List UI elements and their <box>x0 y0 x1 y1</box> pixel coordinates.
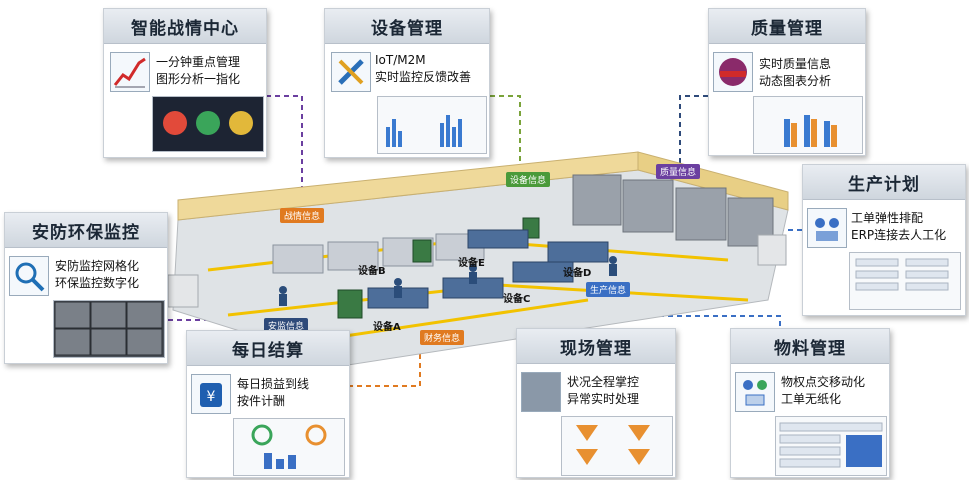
connector-quality <box>679 95 708 170</box>
cctv-grid-screenshot <box>53 300 165 358</box>
tag-quality-info: 质量信息 <box>656 164 701 179</box>
connector-equipment <box>490 95 521 178</box>
card-material: 物料管理 物权点交移动化 工单无纸化 <box>730 328 890 478</box>
card-production: 生产计划 工单弹性排配 ERP连接去人工化 <box>802 164 966 316</box>
card-line-2: 工单无纸化 <box>781 392 842 406</box>
yuan-hand-icon: ¥ <box>191 374 231 414</box>
card-line-1: 每日损益到线 <box>237 377 310 391</box>
tag-production-info: 生产信息 <box>586 282 631 297</box>
tag-finance-info: 财务信息 <box>420 330 465 345</box>
material-app-screenshot <box>775 416 887 476</box>
card-title: 安防环保监控 <box>5 213 167 248</box>
equipment-label-a: 设备A <box>373 322 401 333</box>
card-quality: 质量管理 实时质量信息 动态图表分析 <box>708 8 866 156</box>
dashboard-screenshot <box>152 96 264 152</box>
site-photo-icon <box>521 372 561 412</box>
card-line-2: ERP连接去人工化 <box>851 228 947 242</box>
card-line-1: 安防监控网格化 <box>55 259 140 273</box>
card-line-1: 一分钟重点管理 <box>156 55 241 69</box>
card-title: 生产计划 <box>803 165 965 200</box>
card-line-2: 实时监控反馈改善 <box>375 70 472 84</box>
tag-monitor-info: 安监信息 <box>264 318 309 333</box>
tag-battle-info: 战情信息 <box>280 208 325 223</box>
factory-floor-drawing <box>167 151 789 366</box>
equipment-label-e: 设备E <box>458 258 485 269</box>
wrench-screwdriver-icon <box>331 52 371 92</box>
card-title: 每日结算 <box>187 331 349 366</box>
material-handover-icon <box>735 372 775 412</box>
card-security: 安防环保监控 安防监控网格化 环保监控数字化 <box>4 212 168 364</box>
card-title: 物料管理 <box>731 329 889 364</box>
equipment-label-b: 设备B <box>358 266 386 277</box>
quality-chart-screenshot <box>753 96 863 154</box>
svg-text:¥: ¥ <box>207 389 216 405</box>
trend-chart-icon <box>110 52 150 92</box>
card-line-1: 状况全程掌控 <box>567 375 640 389</box>
card-site: 现场管理 状况全程掌控 异常实时处理 <box>516 328 676 478</box>
magnifier-icon <box>9 256 49 296</box>
card-line-2: 按件计酬 <box>237 394 286 408</box>
card-smart-center: 智能战情中心 一分钟重点管理 图形分析一指化 <box>103 8 267 158</box>
equipment-label-c: 设备C <box>503 294 531 305</box>
tag-equipment-info: 设备信息 <box>506 172 551 187</box>
quality-badge-icon <box>713 52 753 92</box>
planning-people-icon <box>807 208 847 248</box>
card-line-1: IoT/M2M <box>375 53 426 67</box>
card-line-2: 异常实时处理 <box>567 392 640 406</box>
card-line-2: 动态图表分析 <box>759 74 832 88</box>
card-line-1: 物权点交移动化 <box>781 375 866 389</box>
card-title: 质量管理 <box>709 9 865 44</box>
equipment-label-d: 设备D <box>563 268 592 279</box>
card-line-1: 实时质量信息 <box>759 57 832 71</box>
card-line-2: 图形分析一指化 <box>156 72 241 86</box>
settlement-chart-screenshot <box>233 418 345 476</box>
card-line-2: 环保监控数字化 <box>55 276 140 290</box>
factory-floor-illustration: 设备A 设备B 设备C 设备D 设备E 战情信息 设备信息 质量信息 安监信息 … <box>167 150 796 370</box>
card-line-1: 工单弹性排配 <box>851 211 924 225</box>
card-title: 设备管理 <box>325 9 489 44</box>
card-title: 现场管理 <box>517 329 675 364</box>
card-equipment: 设备管理 IoT/M2M 实时监控反馈改善 <box>324 8 490 158</box>
equipment-chart-screenshot <box>377 96 487 154</box>
card-daily-settlement: 每日结算 ¥ 每日损益到线 按件计酬 <box>186 330 350 478</box>
card-title: 智能战情中心 <box>104 9 266 44</box>
connector-smart-center <box>266 95 303 206</box>
funnel-report-screenshot <box>561 416 673 476</box>
production-form-screenshot <box>849 252 961 310</box>
